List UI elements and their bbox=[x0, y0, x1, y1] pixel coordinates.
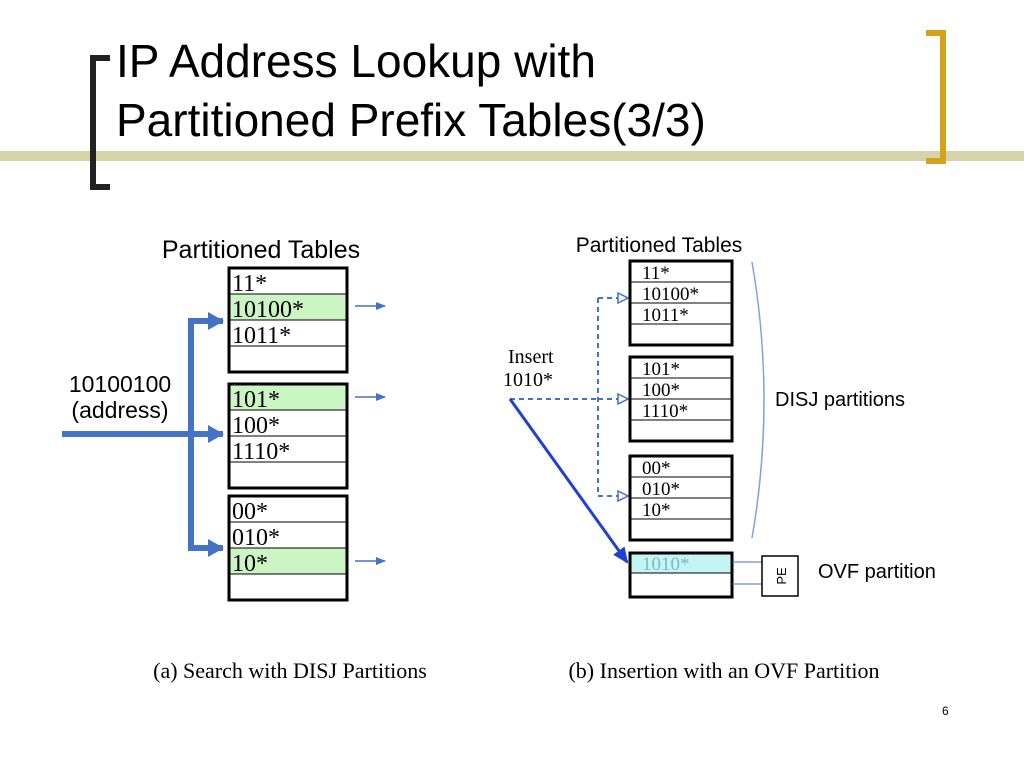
pe-label: PE bbox=[774, 567, 789, 585]
panel-a: Partitioned Tables 10100100 (address) 11… bbox=[62, 236, 427, 683]
table-row-highlight bbox=[229, 548, 347, 574]
caption-b: (b) Insertion with an OVF Partition bbox=[568, 658, 879, 683]
table-cell: 101* bbox=[232, 387, 280, 413]
table-a1: 11* 10100* 1011* bbox=[227, 266, 349, 374]
ovf-entry: 1010* bbox=[642, 554, 690, 575]
table-cell: 10100* bbox=[642, 284, 699, 305]
table-cell: 10100* bbox=[232, 297, 304, 323]
table-cell: 010* bbox=[232, 525, 280, 551]
address-value: 10100100 bbox=[69, 371, 171, 397]
ovf-row-highlight bbox=[630, 553, 732, 573]
panel-a-header: Partitioned Tables bbox=[162, 236, 360, 264]
table-cell: 010* bbox=[642, 479, 680, 500]
disj-label: DISJ partitions bbox=[775, 389, 905, 411]
page-number: 6 bbox=[942, 704, 949, 718]
table-b3: 00* 010* 10* bbox=[628, 454, 734, 542]
title-line-1: IP Address Lookup with bbox=[116, 35, 596, 87]
table-cell: 10* bbox=[232, 551, 268, 577]
caption-a: (a) Search with DISJ Partitions bbox=[153, 658, 427, 683]
table-b1: 11* 10100* 1011* bbox=[628, 259, 734, 347]
right-bracket-decoration bbox=[926, 30, 946, 164]
table-cell: 1110* bbox=[642, 401, 688, 422]
table-cell: 11* bbox=[642, 263, 670, 284]
ovf-table: 1010* bbox=[628, 551, 734, 599]
table-a3: 00* 010* 10* bbox=[227, 494, 349, 602]
table-cell: 00* bbox=[642, 458, 671, 479]
table-a2: 101* 100* 1110* bbox=[227, 382, 349, 490]
table-row-highlight bbox=[229, 294, 347, 320]
panel-b-header: Partitioned Tables bbox=[576, 234, 743, 257]
table-cell: 100* bbox=[232, 413, 280, 439]
insert-label: Insert bbox=[508, 346, 554, 368]
table-cell: 101* bbox=[642, 359, 680, 380]
table-cell: 100* bbox=[642, 380, 680, 401]
table-cell: 1011* bbox=[232, 323, 291, 349]
table-b2: 101* 100* 1110* bbox=[628, 355, 734, 443]
table-cell: 1011* bbox=[642, 305, 689, 326]
table-cell: 00* bbox=[232, 499, 268, 525]
pe-box bbox=[761, 555, 799, 597]
disj-brace bbox=[751, 261, 765, 539]
address-label: (address) bbox=[71, 397, 168, 423]
table-cell: 10* bbox=[642, 500, 671, 521]
table-row-highlight bbox=[229, 384, 347, 410]
insert-value: 1010* bbox=[503, 369, 553, 391]
left-bracket-decoration bbox=[90, 55, 110, 190]
table-border bbox=[628, 551, 734, 599]
dashed-probe-lines bbox=[510, 298, 628, 496]
panel-b: Partitioned Tables Insert 1010* 11* 1010… bbox=[503, 234, 936, 683]
slide-title: IP Address Lookup with Partitioned Prefi… bbox=[116, 32, 916, 150]
insert-arrow bbox=[508, 398, 629, 564]
ovf-label: OVF partition bbox=[818, 561, 936, 583]
title-line-2: Partitioned Prefix Tables(3/3) bbox=[116, 94, 706, 146]
table-cell: 1110* bbox=[232, 439, 290, 465]
table-cell: 11* bbox=[232, 271, 267, 297]
title-accent-bar bbox=[0, 151, 1024, 161]
